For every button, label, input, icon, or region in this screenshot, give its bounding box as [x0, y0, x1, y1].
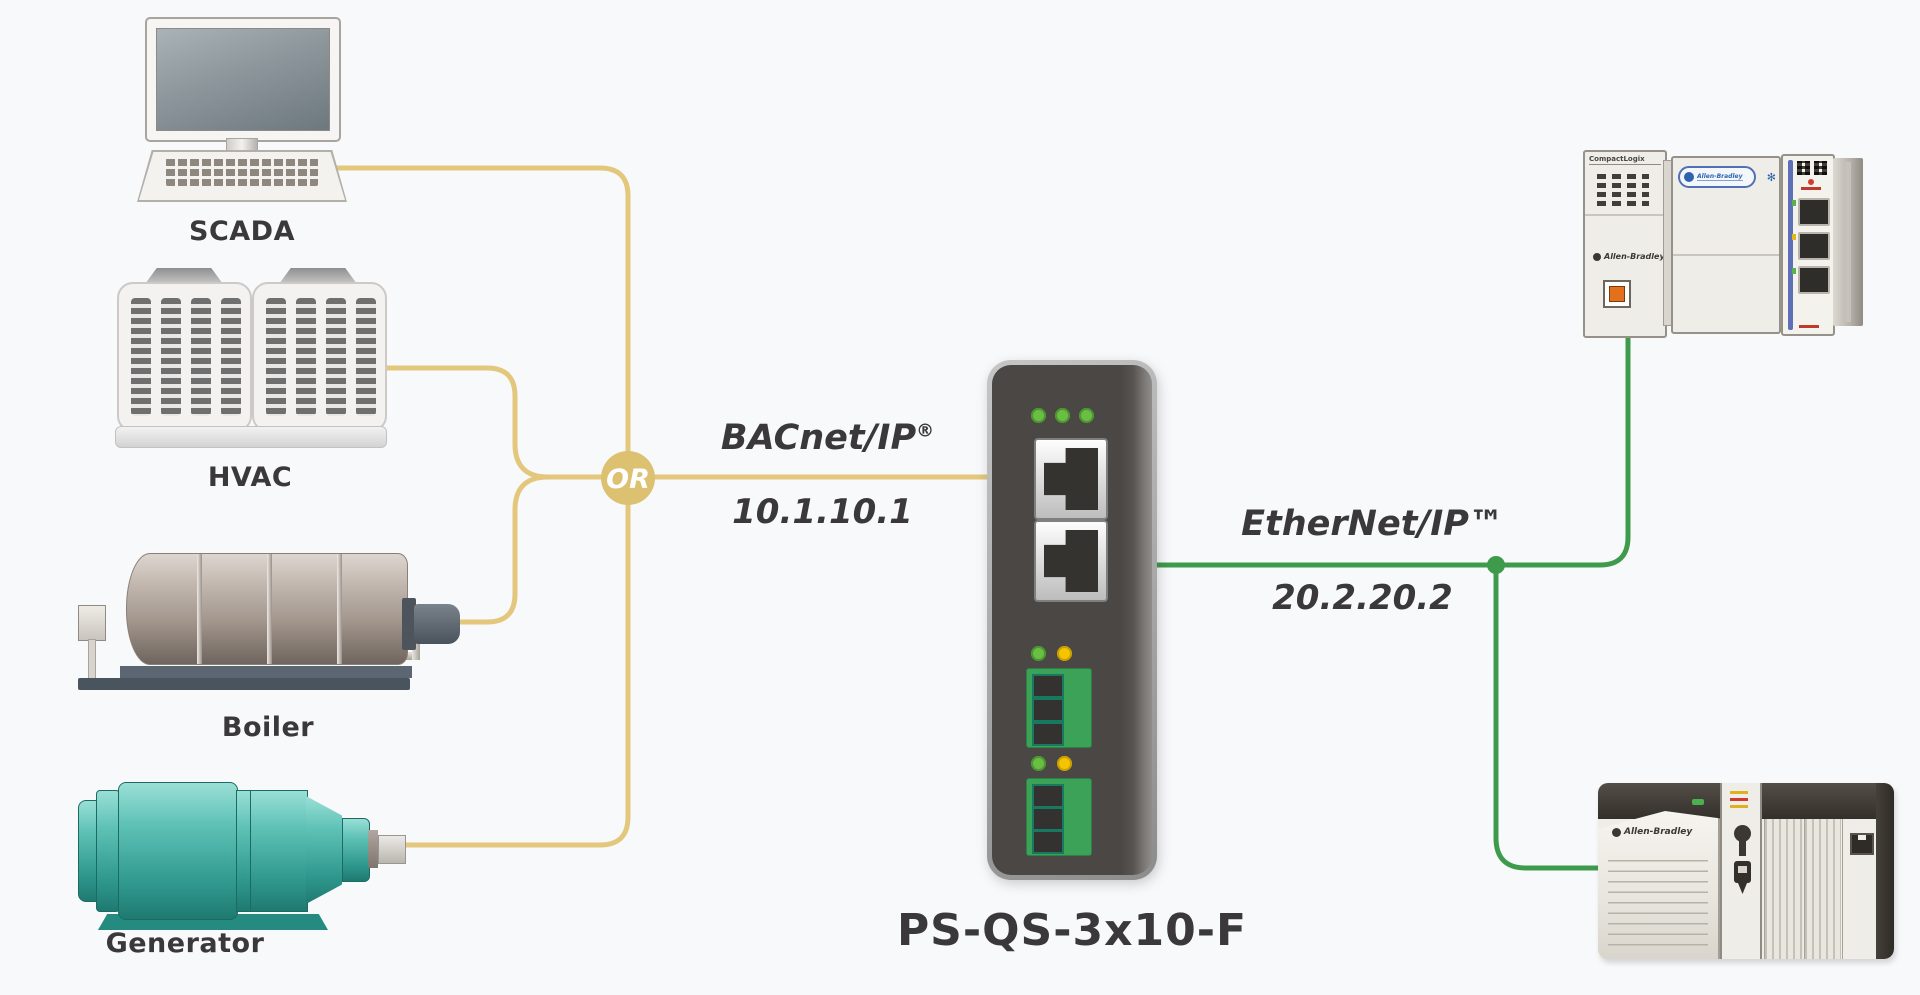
module-port-3	[1798, 266, 1830, 294]
boiler-control-panel	[78, 605, 106, 641]
status-led-strip	[1730, 791, 1748, 794]
ethernet-port-1	[1034, 438, 1108, 520]
ethernet-junction-dot	[1487, 556, 1505, 574]
snowflake-icon: ✻	[1766, 171, 1776, 184]
key-icon	[1734, 861, 1751, 883]
bacnet-ip-address: 10.1.10.1	[732, 492, 913, 532]
rj45-jack-icon	[1044, 530, 1098, 592]
terminal-block-1	[1026, 668, 1092, 748]
chassis-end-cap	[1876, 783, 1894, 959]
power-supply-module: Allen-Bradley ✻	[1671, 156, 1781, 334]
generator-device	[62, 772, 406, 930]
power-supply-panel: Allen-Bradley	[1598, 811, 1720, 959]
status-led-green	[1031, 408, 1046, 423]
plc-compactlogix-device: CompactLogix Allen-Bradley Allen-Bradley…	[1583, 146, 1865, 338]
generator-label: Generator	[105, 928, 265, 959]
monitor-icon	[145, 17, 341, 142]
fault-led	[1808, 179, 1814, 185]
generator-shaft	[378, 835, 406, 864]
ethernet-port-2	[1034, 520, 1108, 602]
gateway-device	[987, 360, 1157, 880]
brand-plate: Allen-Bradley	[1678, 166, 1756, 188]
boiler-device	[70, 548, 470, 698]
brand-logo-icon	[1593, 252, 1601, 261]
hvac-label: HVAC	[207, 462, 293, 493]
wire-scada	[332, 165, 631, 455]
wire-gateway-to-plc-top	[1154, 330, 1631, 568]
boiler-base	[78, 678, 410, 690]
serial-led-yellow	[1057, 756, 1072, 771]
keyboard-icon	[137, 150, 347, 202]
module-brand-mark	[1801, 187, 1821, 190]
comm-module	[1842, 819, 1877, 959]
io-module	[1764, 819, 1803, 959]
status-led-green	[1079, 408, 1094, 423]
mounting-plate	[1833, 158, 1863, 326]
ethernet-comm-module	[1781, 154, 1835, 336]
terminal-block-2	[1026, 778, 1092, 856]
dip-indicator-block	[1814, 161, 1827, 175]
trademark-mark: ™	[1468, 504, 1504, 544]
plc-controllogix-device: Allen-Bradley	[1598, 783, 1894, 959]
wire-boiler	[447, 474, 551, 625]
io-module	[1804, 819, 1841, 959]
serial-led-yellow	[1057, 646, 1072, 661]
bacnet-wire-group	[332, 165, 993, 848]
scada-label: SCADA	[189, 216, 295, 247]
serial-led-green	[1031, 756, 1046, 771]
gateway-model-label: PS-QS-3x10-F	[896, 905, 1248, 956]
status-led-strip	[1730, 805, 1748, 808]
rj45-jack-icon	[1044, 448, 1098, 510]
brand-row: Allen-Bradley	[1612, 827, 1692, 837]
boiler-nozzle	[414, 604, 460, 644]
hvac-top-cap	[279, 268, 357, 284]
scada-device	[95, 10, 355, 210]
compactlogix-header-label: CompactLogix	[1589, 155, 1661, 165]
vent-grille	[1608, 851, 1708, 947]
wire-branch-to-plc-bottom	[1493, 562, 1601, 871]
wire-generator	[375, 502, 631, 848]
hvac-unit	[252, 282, 387, 432]
ethernet-ip-address: 20.2.20.2	[1272, 578, 1453, 618]
controller-module: CompactLogix Allen-Bradley	[1583, 150, 1667, 338]
key-switch	[1734, 825, 1751, 842]
hvac-top-cap	[145, 268, 223, 284]
blue-stripe	[1788, 160, 1793, 330]
generator-body-icon	[118, 782, 238, 920]
serial-led-green	[1031, 646, 1046, 661]
hvac-unit	[117, 282, 252, 432]
module-port-1	[1798, 198, 1830, 226]
brand-logo-icon	[1684, 172, 1694, 182]
ethernet-port-icon	[1850, 833, 1874, 855]
controller-module	[1720, 783, 1762, 959]
or-badge-circle	[601, 451, 655, 505]
sd-card-slot	[1603, 280, 1631, 308]
ethernet-protocol-label: EtherNet/IP™	[1241, 504, 1504, 544]
registered-mark: ®	[916, 420, 935, 442]
brand-row: Allen-Bradley	[1593, 252, 1665, 261]
module-series-mark	[1799, 325, 1819, 328]
hvac-base	[115, 426, 387, 448]
or-badge-label: OR	[606, 464, 650, 495]
boiler-label: Boiler	[221, 712, 315, 743]
status-led-green	[1055, 408, 1070, 423]
ethernet-wire-group	[1154, 330, 1631, 871]
monitor-screen	[156, 28, 330, 131]
bacnet-protocol-label: BACnet/IP®	[720, 418, 935, 458]
dip-indicator-block	[1797, 161, 1810, 175]
gateway-faceplate	[992, 365, 1152, 875]
hvac-device	[115, 268, 387, 450]
wire-hvac	[383, 365, 604, 480]
status-led-strip	[1730, 798, 1748, 801]
keyboard-keys	[165, 158, 319, 186]
status-led-grid	[1597, 170, 1649, 210]
power-led	[1692, 799, 1704, 805]
module-port-2	[1798, 232, 1830, 260]
brand-logo-icon	[1612, 827, 1621, 837]
boiler-tank-icon	[126, 553, 408, 665]
